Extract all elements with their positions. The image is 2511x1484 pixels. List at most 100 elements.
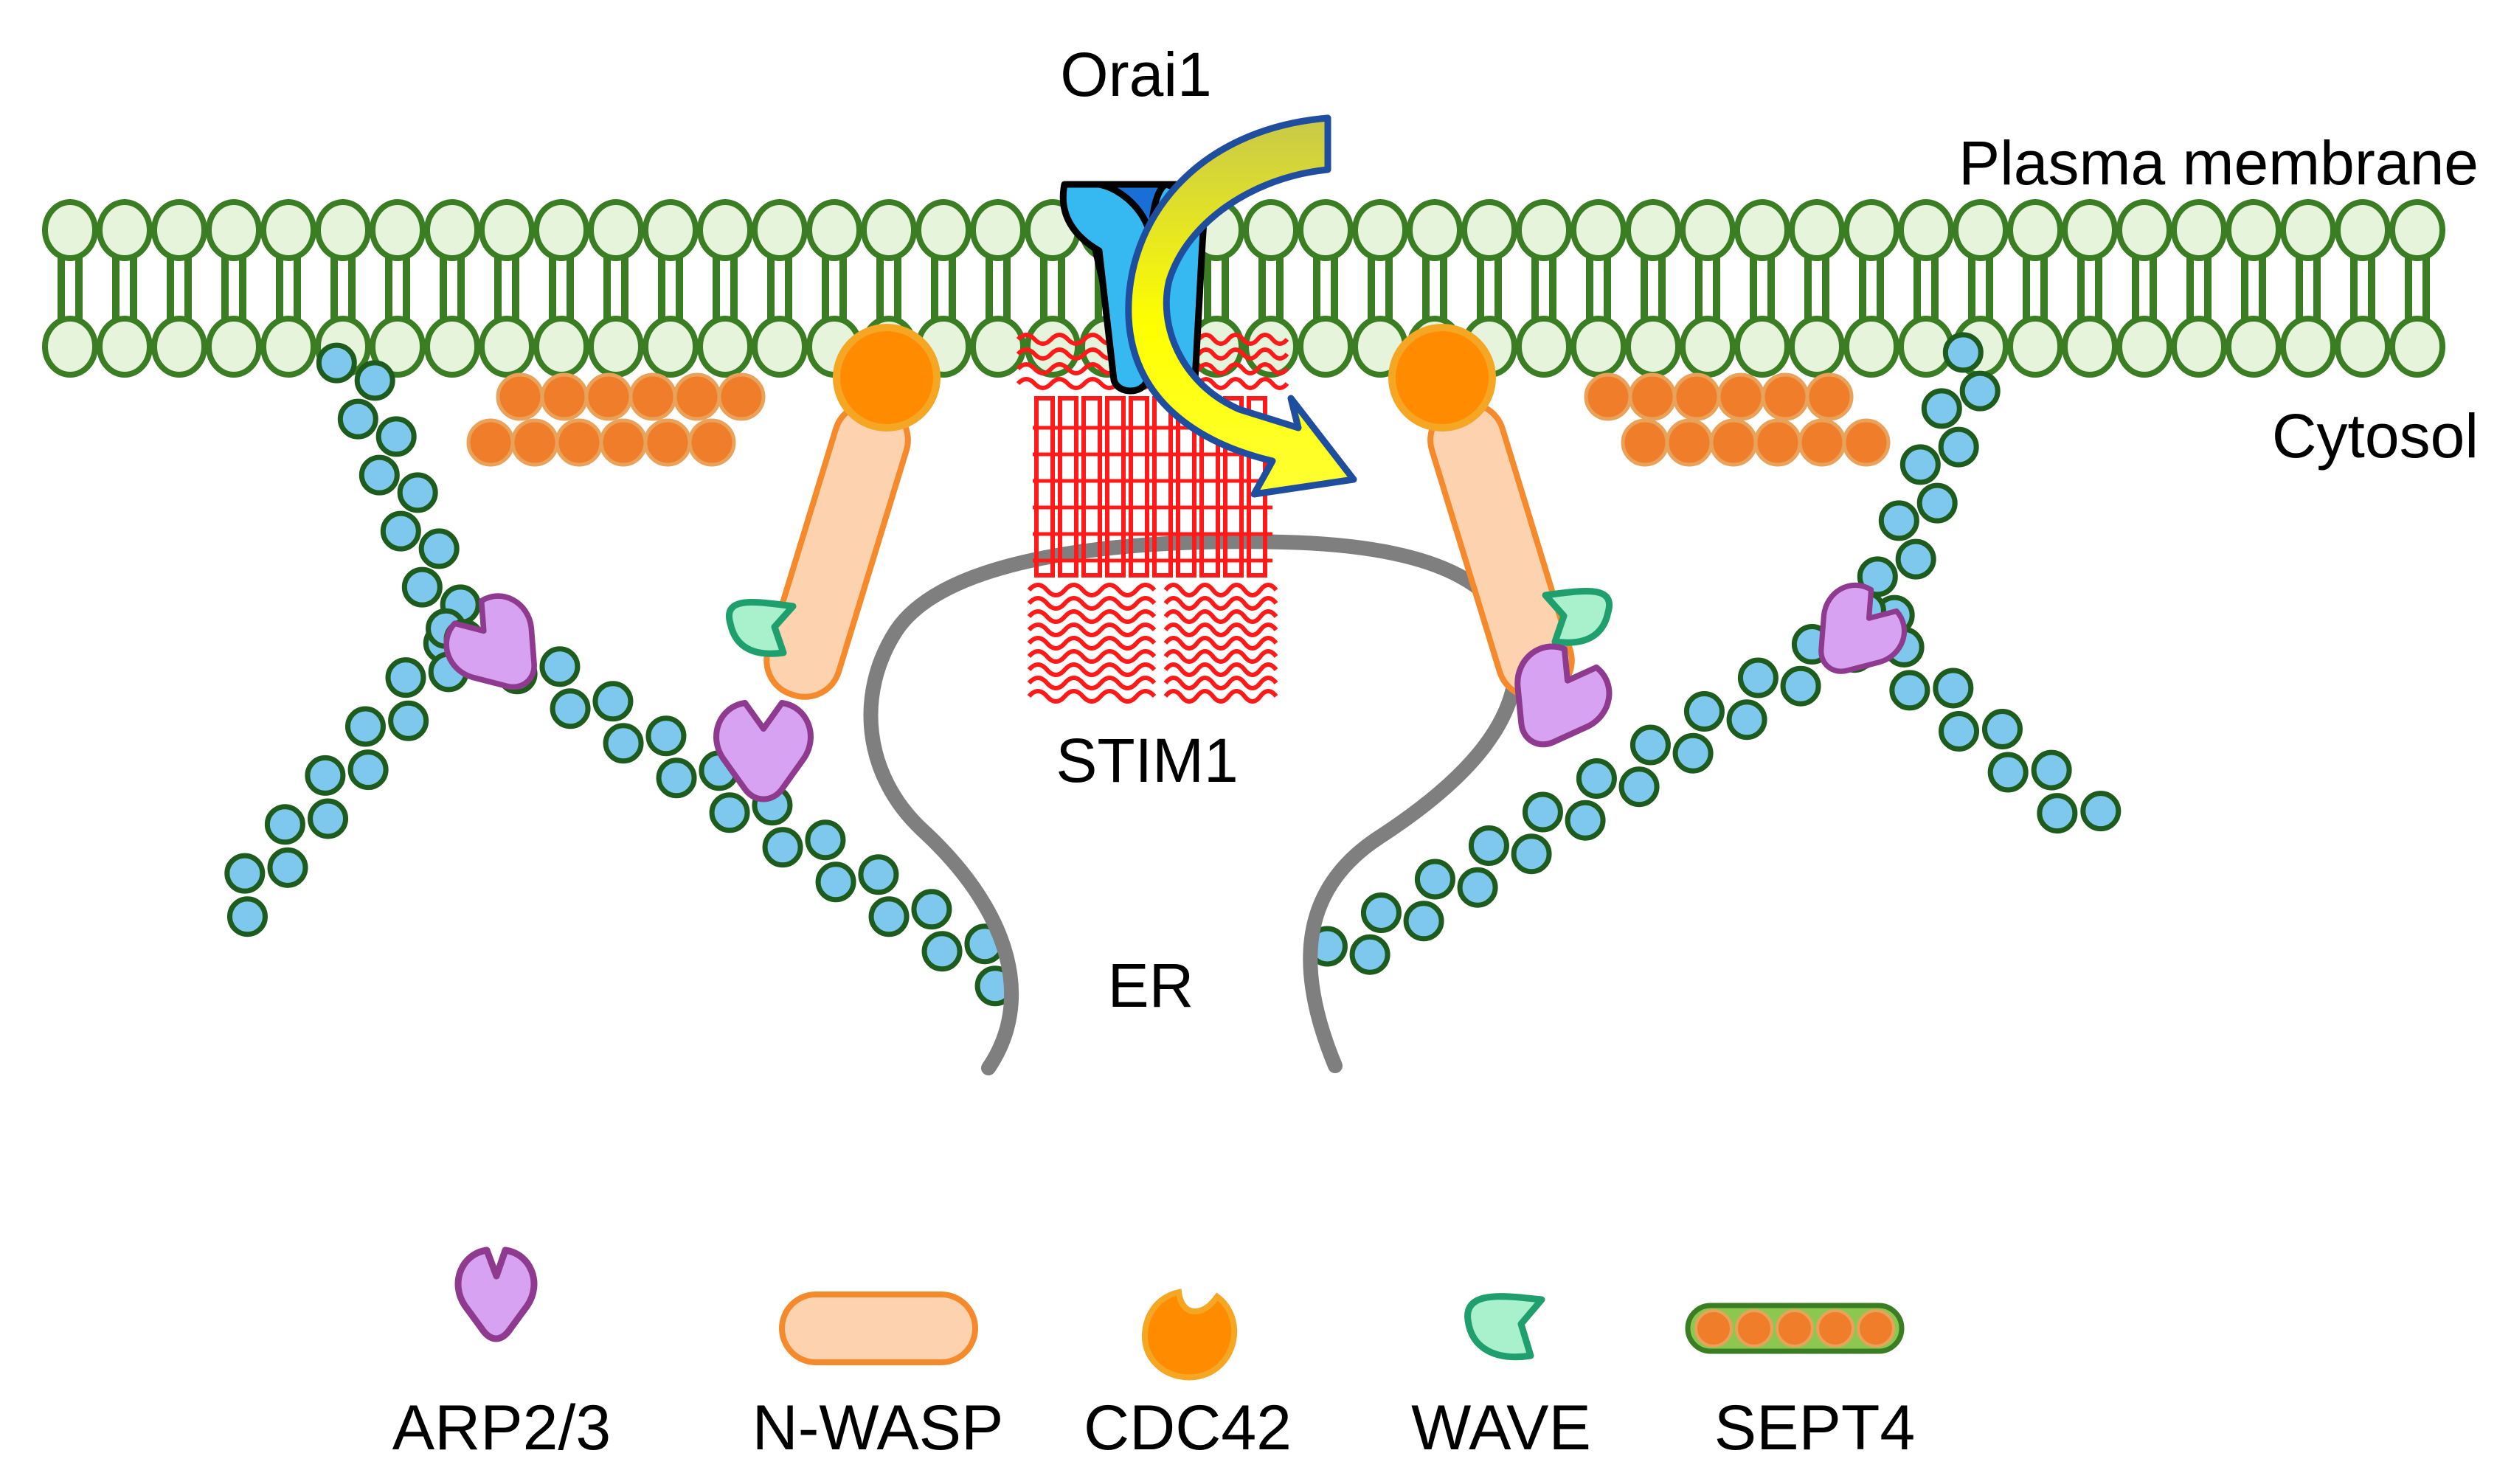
lipid-head-inner — [1025, 316, 1081, 378]
stim1-helix — [1105, 396, 1126, 578]
lipid-head-outer — [1570, 199, 1627, 261]
lipid-head-outer — [206, 199, 262, 261]
septin-subunit — [510, 418, 559, 467]
lipid-head-outer — [2226, 199, 2282, 261]
lipid-head-outer — [260, 199, 316, 261]
septin-subunit — [628, 372, 677, 421]
lipid-head-outer — [697, 199, 753, 261]
lipid-head-outer — [806, 199, 862, 261]
stim1-loop — [1163, 623, 1278, 637]
actin-monomer — [2080, 791, 2122, 832]
arp23-complexes — [443, 582, 1908, 802]
arp23-complex — [713, 700, 814, 802]
legend-item-sept4: SEPT4 — [1685, 1303, 1915, 1463]
stim1-loop — [1163, 649, 1278, 664]
actin-monomer — [344, 706, 386, 747]
lipid-head-inner — [1898, 316, 1954, 378]
actin-monomer — [1468, 825, 1509, 867]
actin-monomer — [1889, 670, 1930, 711]
stim1-helix — [1034, 396, 1055, 578]
stim1-loop — [1163, 609, 1278, 624]
lipid-head-outer — [1843, 199, 1899, 261]
actin-monomer — [1726, 699, 1767, 741]
lipid-head-outer — [2335, 199, 2391, 261]
septin-subunit — [1842, 418, 1891, 467]
wave-left — [726, 598, 797, 657]
septin-subunit — [1665, 418, 1714, 467]
wave-icon — [1464, 1293, 1545, 1361]
septin-subunit — [584, 372, 633, 421]
lipid-head-inner — [643, 316, 699, 378]
actin-monomer — [264, 804, 305, 845]
lipid-head-inner — [2062, 316, 2118, 378]
lipid-head-outer — [1516, 199, 1572, 261]
actin-monomer — [858, 854, 899, 895]
actin-monomer — [805, 819, 846, 861]
arp23-icon — [454, 1247, 538, 1342]
lipid-head-inner — [1625, 316, 1681, 378]
actin-monomer — [1921, 388, 1962, 429]
lipid-head-inner — [2226, 316, 2282, 378]
actin-monomer — [1403, 901, 1444, 942]
septin-subunit — [496, 372, 544, 421]
septin-subunit — [717, 372, 766, 421]
actin-monomer — [1457, 867, 1498, 908]
actin-monomer — [1414, 859, 1455, 900]
lipid-head-outer — [2389, 199, 2445, 261]
actin-monomer — [1522, 791, 1563, 833]
lipid-head-inner — [479, 316, 535, 378]
actin-monomer — [1672, 732, 1714, 774]
lipid-head-inner — [42, 316, 98, 378]
lipid-head-outer — [315, 199, 371, 261]
actin-monomer — [550, 688, 591, 729]
lipid-head-inner — [1243, 316, 1299, 378]
actin-monomer — [337, 398, 378, 440]
orai1-label: Orai1 — [1060, 40, 1211, 109]
actin-monomer — [385, 657, 426, 698]
actin-monomer — [226, 896, 268, 937]
actin-monomer — [603, 723, 644, 764]
stim1-loop — [1027, 676, 1157, 690]
septin-subunit — [1709, 418, 1758, 467]
actin-monomer — [375, 416, 417, 457]
septin-subunit — [540, 372, 589, 421]
legend-label-wave: WAVE — [1411, 1393, 1591, 1463]
actin-monomer — [1899, 444, 1941, 485]
actin-monomer — [1938, 426, 1979, 468]
lipid-head-outer — [1953, 199, 2009, 261]
lipid-head-inner — [2335, 316, 2391, 378]
septin-subunit — [1672, 372, 1721, 421]
actin-monomer — [1618, 766, 1660, 808]
legend-label-nwasp: N-WASP — [752, 1393, 1004, 1463]
actin-monomer — [308, 798, 349, 839]
lipid-head-inner — [1789, 316, 1845, 378]
actin-monomer — [1981, 709, 2023, 750]
actin-monomer — [316, 342, 357, 384]
lipid-head-inner — [2389, 316, 2445, 378]
lipid-head-outer — [1734, 199, 1790, 261]
legend-label-arp23: ARP2/3 — [392, 1393, 611, 1463]
lipid-head-inner — [1680, 316, 1736, 378]
legend-label-sept4: SEPT4 — [1714, 1393, 1915, 1463]
septin-subunit — [599, 418, 648, 467]
lipid-head-outer — [2007, 199, 2063, 261]
er-membrane — [863, 534, 1524, 1075]
stim1-loop — [1027, 649, 1157, 664]
calcium-influx-arrow — [1125, 114, 1357, 498]
lipid-head-inner — [1843, 316, 1899, 378]
actin-monomer — [1511, 833, 1552, 875]
lipid-head-outer — [151, 199, 207, 261]
actin-monomer — [656, 757, 697, 799]
sept4-icon — [1685, 1303, 1905, 1354]
actin-monomer — [1942, 332, 1984, 373]
lipid-head-outer — [1243, 199, 1299, 261]
actin-monomer — [1895, 538, 1936, 580]
lipid-head-inner — [206, 316, 262, 378]
lipid-head-outer — [1407, 199, 1463, 261]
arp23-complex — [1514, 643, 1613, 748]
lipid-head-outer — [533, 199, 589, 261]
lipid-head-outer — [424, 199, 480, 261]
actin-monomer — [1629, 724, 1671, 766]
lipid-head-outer — [370, 199, 426, 261]
